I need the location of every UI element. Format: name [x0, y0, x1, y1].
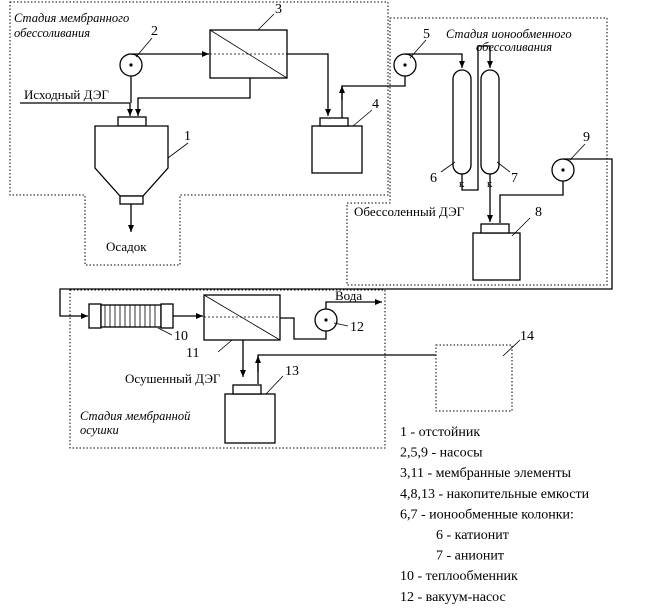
pump-2	[119, 53, 143, 77]
stage-title-desalting-line1: Стадия мембранного	[14, 11, 129, 25]
heat-exchanger-10	[88, 303, 174, 329]
legend-item-8: 10 - теплообменник	[400, 569, 518, 584]
leader-2	[135, 37, 153, 58]
column-6	[452, 69, 472, 175]
number-2: 2	[151, 24, 158, 39]
leader-13	[265, 375, 284, 395]
stage-boundary-ion-exchange	[346, 17, 608, 286]
label-desalted-deg: Обессоленный ДЭГ	[354, 204, 465, 219]
tank-8	[472, 223, 521, 281]
legend-item-3: 3,11 - мембранные элементы	[400, 466, 572, 481]
leader-3	[257, 13, 275, 31]
stage-title-desalting-line2: обессоливания	[14, 26, 90, 40]
label-k1: к	[459, 178, 465, 190]
vacuum-pump-12	[314, 308, 338, 332]
number-6: 6	[430, 171, 437, 186]
legend-item-7: 7 - анионит	[436, 549, 504, 564]
legend-item-5: 6,7 - ионообменные колонки:	[400, 507, 574, 522]
legend-item-2: 2,5,9 - насосы	[400, 446, 483, 461]
number-3: 3	[275, 2, 282, 17]
number-11: 11	[186, 346, 199, 361]
number-10: 10	[174, 329, 188, 344]
column6-to-column7	[461, 45, 493, 191]
legend-item-4: 4,8,13 - накопительные емкости	[400, 487, 590, 502]
number-12: 12	[350, 320, 364, 335]
leader-1	[167, 142, 189, 159]
permeate-to-tank4	[287, 53, 331, 116]
number-13: 13	[285, 364, 299, 379]
settler-1	[94, 116, 169, 205]
legend-item-6: 6 - катионит	[436, 528, 509, 543]
stage-title-drying-line2: осушки	[80, 423, 119, 437]
stage-title-drying-line1: Стадия мембранной	[80, 409, 191, 423]
label-k2: к	[487, 178, 493, 190]
label-sediment: Осадок	[106, 239, 147, 254]
tank8-to-pump9	[499, 181, 564, 223]
legend-item-1: 1 - отстойник	[400, 425, 480, 440]
legend: 1 - отстойник 2,5,9 - насосы 3,11 - мемб…	[400, 425, 590, 605]
tank-4	[311, 117, 363, 174]
number-9: 9	[583, 130, 590, 145]
label-water: Вода	[335, 288, 362, 303]
leader-12	[333, 322, 349, 327]
label-source-deg: Исходный ДЭГ	[24, 87, 109, 102]
unit-14	[435, 344, 513, 412]
column-7	[480, 69, 500, 175]
leader-14	[502, 339, 521, 357]
leader-9	[569, 143, 586, 161]
number-1: 1	[184, 129, 191, 144]
stage-title-ion-line1: Стадия ионообменного	[446, 27, 572, 41]
number-14: 14	[520, 329, 534, 344]
pump9-to-heat-exchanger	[59, 158, 613, 319]
leader-5	[409, 39, 427, 59]
number-8: 8	[535, 205, 542, 220]
stage-title-ion-line2: обессоливания	[476, 40, 552, 54]
number-7: 7	[511, 171, 518, 186]
tank13-to-14	[257, 354, 436, 384]
stage-boundary-membrane-drying	[69, 289, 386, 449]
leader-11	[217, 339, 233, 353]
membrane-element-11	[203, 294, 281, 341]
pump-5	[393, 53, 417, 77]
membrane11-to-vacuum-pump	[280, 317, 327, 340]
membrane-element-3	[209, 29, 288, 79]
stage-boundary-membrane-desalting	[9, 1, 389, 266]
leader-6	[440, 161, 456, 173]
water-outlet	[325, 299, 382, 309]
leader-8	[511, 217, 531, 237]
retentate-to-settler	[135, 78, 251, 116]
leader-10	[157, 327, 173, 336]
pump5-to-column6	[405, 53, 465, 68]
legend-item-9: 12 - вакуум-насос	[400, 590, 506, 605]
tank-13	[224, 384, 276, 444]
leader-4	[352, 109, 373, 127]
leader-7	[496, 161, 511, 173]
number-5: 5	[423, 27, 430, 42]
number-4: 4	[372, 97, 379, 112]
pump-9	[551, 158, 575, 182]
label-dried-deg: Осушенный ДЭГ	[125, 371, 221, 386]
